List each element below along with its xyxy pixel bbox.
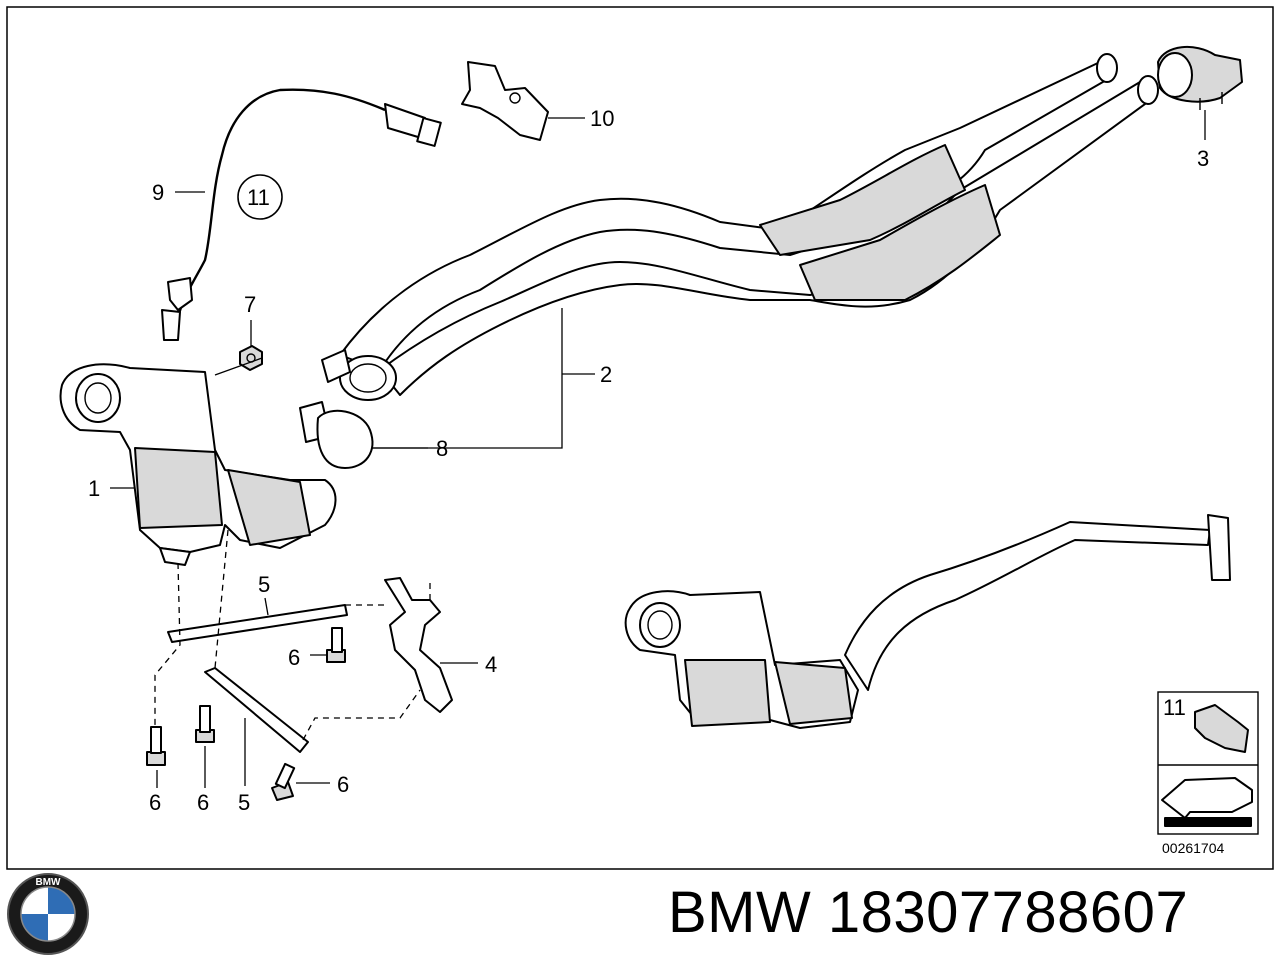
callout-3: 3 [1197,146,1209,171]
callout-1: 1 [88,476,100,501]
clamp-part-3 [1157,45,1243,110]
logo-letters: BMW [36,877,62,888]
front-pipe-assembly [321,53,1159,401]
callout-6-b: 6 [149,790,161,815]
bracket-part-10 [461,61,549,141]
callout-6-d: 6 [337,772,349,797]
callout-8: 8 [436,436,448,461]
leader-lines [110,110,1206,788]
callout-10: 10 [590,106,614,131]
oxygen-sensor-part-9 [161,88,442,341]
callout-6-a: 6 [288,645,300,670]
brand-part-number: BMW 18307788607 [668,878,1188,948]
document-number: 00261704 [1162,840,1225,856]
callout-4: 4 [485,652,497,677]
callout-7: 7 [244,292,256,317]
inset-box [1157,691,1259,835]
clamp-part-8 [299,401,374,469]
callout-5-lower: 5 [238,790,250,815]
bmw-logo-icon: BMW [7,873,89,955]
part-11-circle-marker [237,174,283,220]
callout-11-circle: 11 [247,185,270,210]
callouts: 1 2 3 4 5 5 6 6 6 6 7 8 9 10 11 11 00261… [88,106,1225,856]
callout-5-upper: 5 [258,572,270,597]
support-brackets [146,577,453,801]
callout-6-c: 6 [197,790,209,815]
callout-2: 2 [600,362,612,387]
nut-part-7 [239,345,263,371]
catalyst-part-1 [59,363,337,566]
brand-name: BMW [668,880,812,945]
callout-11-inset: 11 [1163,695,1186,720]
diagram-frame [6,6,1274,870]
callout-9: 9 [152,180,164,205]
part-number: 18307788607 [827,880,1189,945]
assembled-view [624,514,1231,729]
